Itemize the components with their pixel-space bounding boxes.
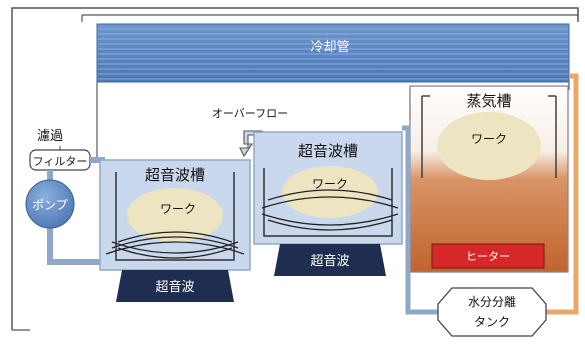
overflow-arrow <box>239 130 263 158</box>
heater <box>431 243 545 269</box>
ultrasonic-tank-1 <box>99 159 251 271</box>
water-separator-tank <box>437 287 547 337</box>
ultrasonic-transducer-1 <box>116 270 234 302</box>
work-3-label: ワーク <box>471 132 507 146</box>
ultrasonic-2-label: 超音波 <box>310 253 349 269</box>
pump <box>25 179 75 229</box>
ultrasonic-transducer-2 <box>274 244 386 276</box>
heater-label: ヒーター <box>466 250 510 263</box>
cooling-pipe <box>96 23 570 83</box>
vapor-tank <box>409 85 569 273</box>
machine-housing <box>11 7 579 331</box>
separator-label-line1: 水分分離 <box>468 295 516 309</box>
filtration-label: 濾過 <box>37 129 63 144</box>
filter-label: フィルター <box>33 155 88 168</box>
work-2-label: ワーク <box>312 177 348 191</box>
separator-pipes <box>402 73 579 315</box>
ultrasonic-tank-2 <box>253 131 403 245</box>
work-1-label: ワーク <box>160 202 196 216</box>
ultrasonic-1-label: 超音波 <box>155 279 194 295</box>
cooling-pipe-label: 冷却管 <box>310 40 349 55</box>
pump-label: ポンプ <box>32 198 68 212</box>
overflow-label: オーバーフロー <box>212 107 288 120</box>
vapor-tank-label: 蒸気槽 <box>466 92 511 110</box>
ultrasonic-tank-1-label: 超音波槽 <box>145 166 205 184</box>
separator-label-line2: タンク <box>474 315 510 329</box>
ultrasonic-tank-2-label: 超音波槽 <box>298 142 358 160</box>
